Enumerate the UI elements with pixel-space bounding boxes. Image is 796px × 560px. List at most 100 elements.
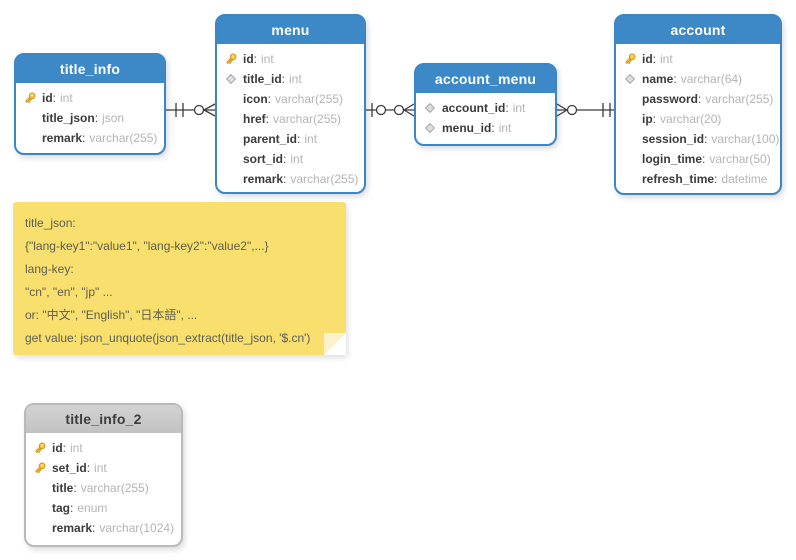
field-type: varchar(50) (709, 152, 771, 166)
field-row[interactable]: menu_id int (422, 118, 549, 138)
field-type: varchar(20) (660, 112, 722, 126)
field-row[interactable]: parent_id int (223, 129, 358, 149)
field-row[interactable]: icon varchar(255) (223, 89, 358, 109)
icon-spacer (622, 112, 637, 126)
table-title_info_2[interactable]: title_info_2 id int set_id int title var… (24, 403, 183, 547)
field-name: title_json (42, 111, 98, 125)
field-row[interactable]: id int (22, 88, 158, 108)
field-type: int (261, 52, 274, 66)
table-menu-header[interactable]: menu (217, 16, 364, 47)
table-account_menu-header[interactable]: account_menu (416, 65, 555, 96)
field-row[interactable]: login_time varchar(50) (622, 149, 774, 169)
field-type: varchar(255) (80, 481, 149, 495)
field-row[interactable]: account_id int (422, 98, 549, 118)
key-icon (622, 52, 637, 66)
field-name: session_id (642, 132, 707, 146)
field-name: href (243, 112, 269, 126)
table-menu[interactable]: menu id int title_id int icon varchar(25… (215, 14, 366, 194)
table-account_menu[interactable]: account_menu account_id int menu_id int (414, 63, 557, 146)
field-row[interactable]: session_id varchar(100) (622, 129, 779, 149)
field-type: int (498, 121, 512, 135)
icon-spacer (223, 112, 238, 126)
icon-spacer (22, 131, 37, 145)
field-type: int (290, 152, 304, 166)
field-name: set_id (52, 461, 90, 475)
field-name: remark (52, 521, 95, 535)
diamond-icon (223, 72, 238, 86)
field-row[interactable]: remark varchar(1024) (32, 518, 175, 538)
table-account-header[interactable]: account (616, 16, 780, 47)
field-row[interactable]: title varchar(255) (32, 478, 175, 498)
relationship-account_menu-account[interactable] (556, 103, 614, 117)
note-line: {"lang-key1":"value1", "lang-key2":"valu… (25, 239, 269, 253)
diamond-icon (622, 72, 637, 86)
field-row[interactable]: refresh_time datetime (622, 169, 774, 189)
field-name: refresh_time (642, 172, 717, 186)
field-row[interactable]: id int (622, 49, 774, 69)
field-name: id (642, 52, 656, 66)
field-row[interactable]: title_json json (22, 108, 158, 128)
field-type: int (60, 91, 73, 105)
field-name: parent_id (243, 132, 300, 146)
icon-spacer (223, 152, 238, 166)
table-title_info-header[interactable]: title_info (16, 55, 164, 86)
field-row[interactable]: ip varchar(20) (622, 109, 774, 129)
field-type: json (102, 111, 125, 125)
field-type: varchar(1024) (99, 521, 175, 535)
field-row[interactable]: remark varchar(255) (223, 169, 358, 189)
field-row[interactable]: tag enum (32, 498, 175, 518)
field-row[interactable]: title_id int (223, 69, 358, 89)
field-type: varchar(255) (89, 131, 158, 145)
table-title_info[interactable]: title_info id int title_json json remark… (14, 53, 166, 155)
field-type: varchar(255) (705, 92, 774, 106)
note-line: get value: json_unquote(json_extract(tit… (25, 331, 311, 345)
table-account[interactable]: account id int name varchar(64) password… (614, 14, 782, 195)
field-type: enum (77, 501, 108, 515)
field-name: login_time (642, 152, 705, 166)
field-type: varchar(255) (290, 172, 359, 186)
field-row[interactable]: set_id int (32, 458, 175, 478)
icon-spacer (32, 481, 47, 495)
note-line: title_json: (25, 216, 76, 230)
field-type: datetime (721, 172, 768, 186)
note-line: or: "中文", "English", "日本語", ... (25, 308, 198, 322)
icon-spacer (622, 152, 637, 166)
field-name: id (52, 441, 66, 455)
sticky-note[interactable]: title_json: {"lang-key1":"value1", "lang… (13, 202, 346, 355)
field-row[interactable]: remark varchar(255) (22, 128, 158, 148)
relationship-title_info-menu[interactable] (166, 103, 216, 117)
field-row[interactable]: id int (223, 49, 358, 69)
note-line: lang-key: (25, 262, 74, 276)
diamond-icon (422, 101, 437, 115)
icon-spacer (223, 92, 238, 106)
field-name: sort_id (243, 152, 286, 166)
note-line: "cn", "en", "jp" ... (25, 285, 113, 299)
field-type: varchar(64) (680, 72, 743, 86)
field-row[interactable]: sort_id int (223, 149, 358, 169)
icon-spacer (622, 92, 637, 106)
field-name: title (52, 481, 77, 495)
field-row[interactable]: href varchar(255) (223, 109, 358, 129)
field-type: varchar(255) (275, 92, 344, 106)
field-row[interactable]: id int (32, 438, 175, 458)
icon-spacer (32, 521, 47, 535)
field-name: ip (642, 112, 656, 126)
diamond-icon (422, 121, 437, 135)
field-type: int (289, 72, 302, 86)
icon-spacer (223, 172, 238, 186)
field-row[interactable]: name varchar(64) (622, 69, 774, 89)
table-title_info_2-header[interactable]: title_info_2 (26, 405, 181, 436)
key-icon (32, 461, 47, 475)
field-name: remark (42, 131, 85, 145)
field-name: account_id (442, 101, 509, 115)
field-type: varchar(255) (273, 112, 342, 126)
relationship-menu-account_menu[interactable] (366, 103, 415, 117)
field-row[interactable]: password varchar(255) (622, 89, 774, 109)
field-name: tag (52, 501, 73, 515)
field-type: int (304, 132, 318, 146)
field-type: int (512, 101, 526, 115)
field-type: int (660, 52, 673, 66)
icon-spacer (622, 132, 637, 146)
